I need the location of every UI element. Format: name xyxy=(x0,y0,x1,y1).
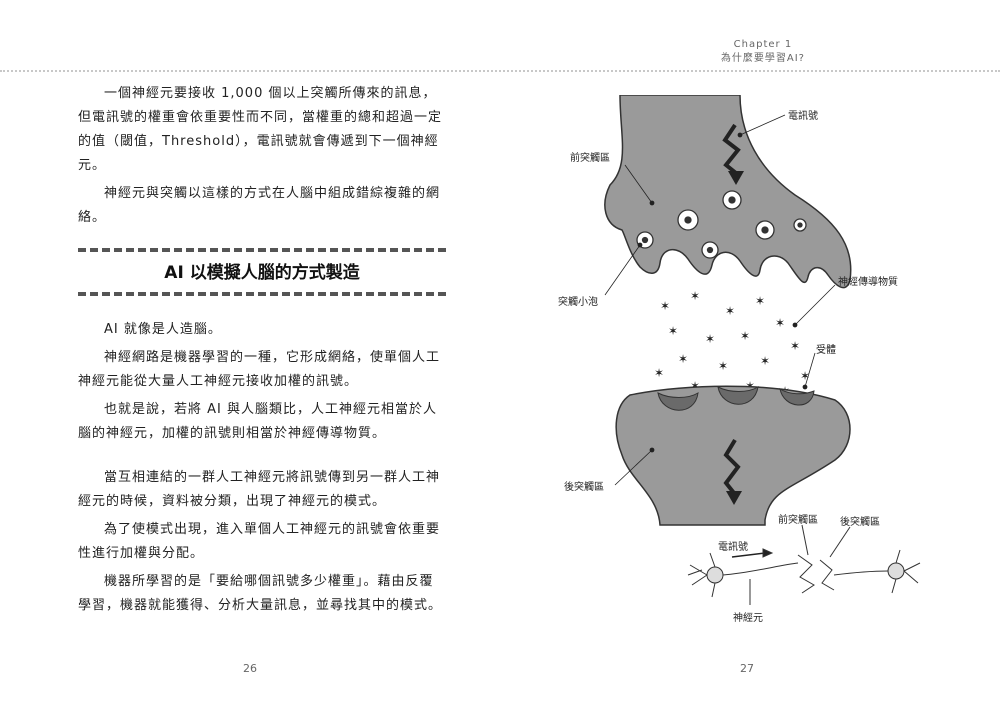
section-heading: AI 以模擬人腦的方式製造 xyxy=(78,244,446,300)
synapse-diagram: ✶✶✶ ✶✶✶ ✶✶✶ ✶✶✶ ✶✶✶ ✶✶ 電訊號 前突觸區 突觸小泡 神經傳… xyxy=(558,95,921,624)
label-postsynaptic-small: 後突觸區 xyxy=(840,515,880,528)
svg-text:✶: ✶ xyxy=(668,324,678,338)
receptors xyxy=(657,386,815,411)
signal-arrow-bottom xyxy=(723,438,741,495)
chapter-title: 為什麼要學習AI? xyxy=(720,53,805,64)
label-neuron: 神經元 xyxy=(733,611,763,624)
left-page: 一個神經元要接收 1,000 個以上突觸所傳來的訊息，但電訊號的權重會依重要性而… xyxy=(78,82,446,622)
body-paragraph: AI 就像是人造腦。 xyxy=(104,322,222,337)
svg-text:✶: ✶ xyxy=(740,329,750,343)
label-presynaptic: 前突觸區 xyxy=(570,151,610,164)
svg-text:✶: ✶ xyxy=(790,339,800,353)
label-receptor: 受體 xyxy=(816,344,836,356)
dashed-divider xyxy=(78,248,446,252)
svg-text:✶: ✶ xyxy=(705,332,715,346)
label-electric-signal: 電訊號 xyxy=(788,109,818,122)
header-divider xyxy=(0,70,1000,72)
label-presynaptic-small: 前突觸區 xyxy=(778,513,818,526)
postsynaptic-terminal xyxy=(615,385,851,526)
chapter-number: Chapter 1 xyxy=(733,39,793,50)
svg-text:✶: ✶ xyxy=(775,316,785,330)
svg-text:✶: ✶ xyxy=(690,289,700,303)
body-paragraph: 為了使模式出現，進入單個人工神經元的訊號會依重要性進行加權與分配。 xyxy=(78,522,441,561)
neurotransmitters: ✶✶✶ ✶✶✶ ✶✶✶ ✶✶✶ ✶✶✶ ✶✶ xyxy=(654,289,810,398)
svg-text:✶: ✶ xyxy=(660,299,670,313)
svg-text:✶: ✶ xyxy=(760,354,770,368)
label-postsynaptic: 後突觸區 xyxy=(564,480,604,493)
body-paragraph: 機器所學習的是「要給哪個訊號多少權重」。藉由反覆學習，機器就能獲得、分析大量訊息… xyxy=(78,574,443,613)
label-leaders xyxy=(604,114,836,486)
signal-arrow-top xyxy=(722,123,741,175)
body-paragraph: 神經網路是機器學習的一種，它形成網絡，使單個人工神經元能從大量人工神經元接收加權… xyxy=(78,350,441,389)
body-paragraph: 一個神經元要接收 1,000 個以上突觸所傳來的訊息，但電訊號的權重會依重要性而… xyxy=(78,86,443,173)
label-vesicle: 突觸小泡 xyxy=(558,295,598,308)
svg-text:✶: ✶ xyxy=(800,369,810,383)
neuron-inset xyxy=(687,524,921,605)
svg-text:✶: ✶ xyxy=(654,366,664,380)
page-number-right: 27 xyxy=(740,662,754,675)
label-electric-signal-small: 電訊號 xyxy=(718,540,748,553)
svg-text:✶: ✶ xyxy=(725,304,735,318)
dashed-divider xyxy=(78,292,446,296)
svg-text:✶: ✶ xyxy=(690,379,700,393)
chapter-header: Chapter 1 為什麼要學習AI? xyxy=(721,38,805,66)
section-title: AI 以模擬人腦的方式製造 xyxy=(164,263,360,283)
body-paragraph: 也就是說，若將 AI 與人腦類比，人工神經元相當於人腦的神經元，加權的訊號則相當… xyxy=(78,402,437,441)
svg-text:✶: ✶ xyxy=(755,294,765,308)
svg-text:✶: ✶ xyxy=(718,359,728,373)
page-number-left: 26 xyxy=(243,662,257,675)
label-neurotransmitter: 神經傳導物質 xyxy=(838,275,898,288)
body-paragraph: 當互相連結的一群人工神經元將訊號傳到另一群人工神經元的時候，資料被分類，出現了神… xyxy=(78,470,441,509)
body-paragraph: 神經元與突觸以這樣的方式在人腦中組成錯綜複雜的網絡。 xyxy=(78,186,441,225)
svg-text:✶: ✶ xyxy=(678,352,688,366)
